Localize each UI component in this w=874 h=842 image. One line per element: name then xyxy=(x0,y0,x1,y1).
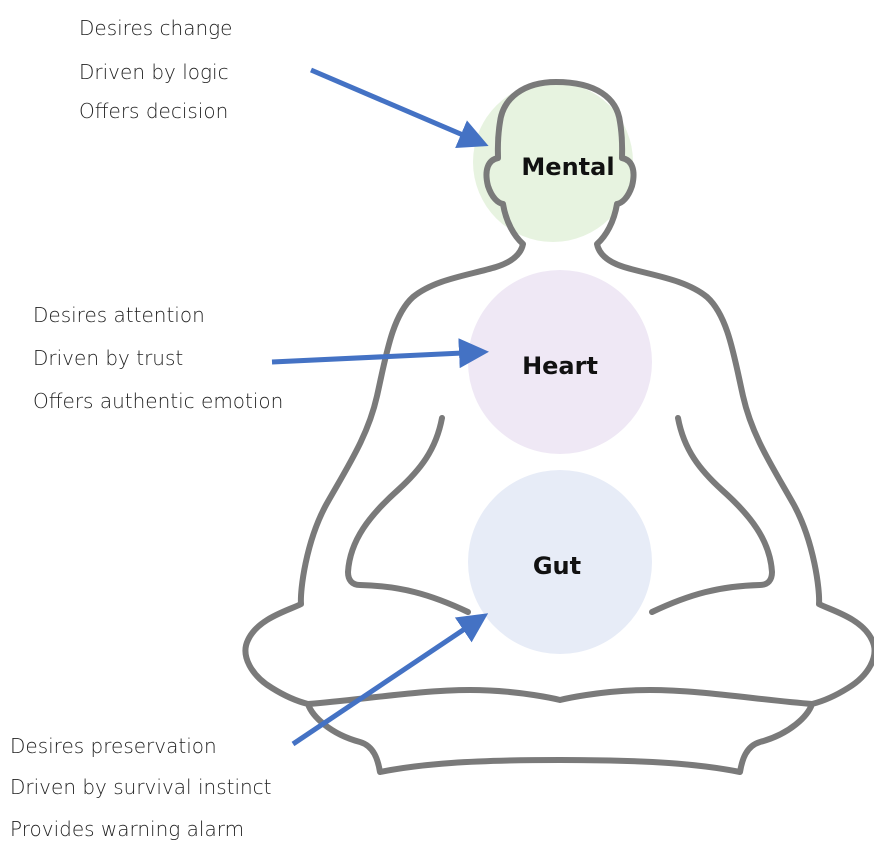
gut-arrow xyxy=(293,616,484,744)
mental-driver-text: Driven by logic xyxy=(79,62,229,82)
heart-desire-text: Desires attention xyxy=(33,305,205,325)
mental-center-label: Mental xyxy=(521,153,614,181)
gut-desire-text: Desires preservation xyxy=(10,736,217,756)
heart-offer-text: Offers authentic emotion xyxy=(33,391,283,411)
heart-arrow xyxy=(272,352,484,362)
mental-arrow xyxy=(311,70,484,144)
gut-center-label: Gut xyxy=(533,552,581,580)
mental-offer-text: Offers decision xyxy=(79,101,228,121)
left-arm-inner-contour xyxy=(348,418,468,612)
crossed-legs-contour xyxy=(308,690,812,704)
right-arm-inner-contour xyxy=(652,418,772,612)
heart-driver-text: Driven by trust xyxy=(33,348,183,368)
heart-center-label: Heart xyxy=(522,352,598,380)
gut-driver-text: Driven by survival instinct xyxy=(10,777,272,797)
gut-offer-text: Provides warning alarm xyxy=(10,819,244,839)
mental-desire-text: Desires change xyxy=(79,18,232,38)
